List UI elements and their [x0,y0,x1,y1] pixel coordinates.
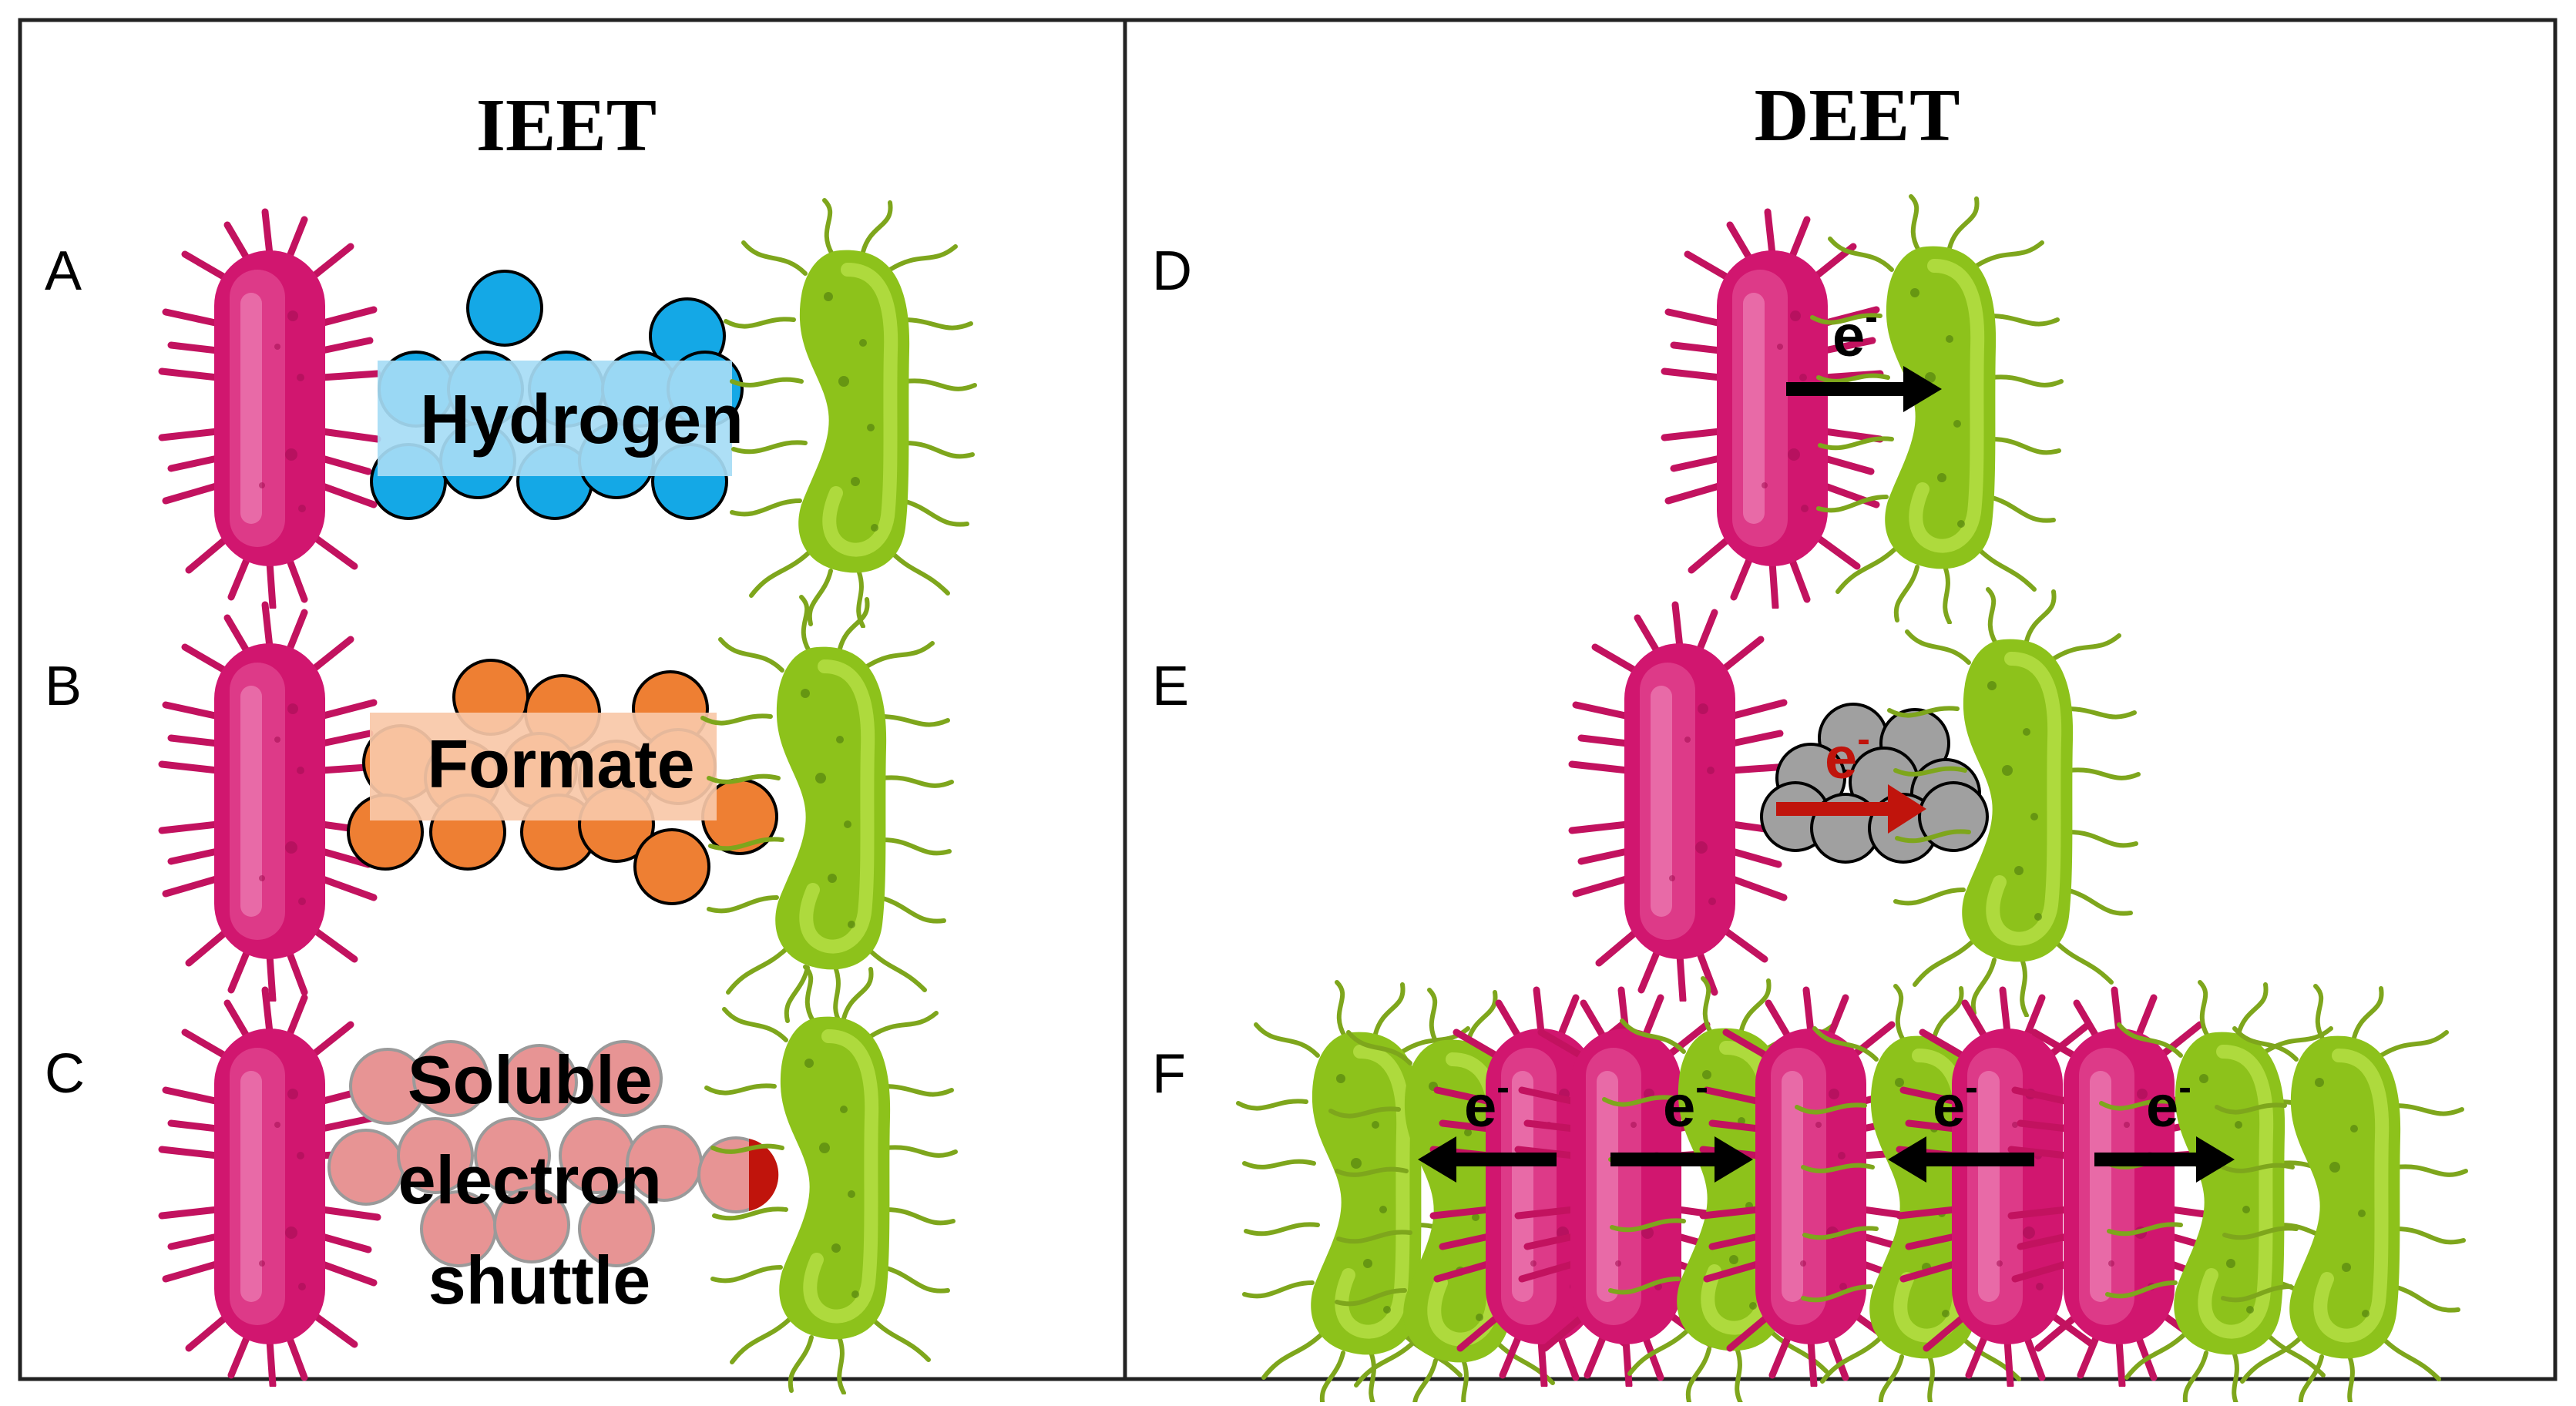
green-bacterium [726,200,975,626]
electron-arrows [1418,1136,2235,1183]
electron-arrow-head [1888,784,1926,834]
panel-d: e- [1664,196,2061,622]
pink-bacterium [162,212,378,607]
panel-letter-a: A [45,240,82,302]
pink-bacterium [162,605,378,1000]
label-shuttle: Soluble electron shuttle [398,1042,681,1318]
electron-label-f-1: e- [1464,1065,1510,1139]
panel-letter-f: F [1152,1043,1186,1105]
label-shuttle-line-1: Soluble [408,1042,653,1118]
panel-b: Formate [162,597,952,1023]
outer-frame [18,18,2558,1381]
electron-label-f-3: e- [1933,1065,1978,1139]
electron-label-f-4: e- [2146,1065,2191,1139]
pink-bacterium [1572,605,1788,1000]
panel-letter-b: B [45,656,82,717]
label-shuttle-line-2: electron [398,1142,662,1218]
electron-label-e: e- [1825,717,1870,791]
title-ieet: IEET [476,84,657,167]
electron-arrow-head [1903,366,1942,412]
title-deet: DEET [1755,74,1960,157]
panel-letter-d: D [1152,240,1192,302]
panel-a: Hydrogen [162,200,975,626]
formate-band [370,713,717,820]
shuttle-molecules [327,1040,774,1267]
panel-c: Soluble electron shuttle [162,967,956,1393]
panel-e: e- [1572,589,2138,1015]
panel-letter-c: C [45,1043,85,1105]
pink-bacterium [1664,212,1880,607]
panel-letter-e: E [1152,656,1189,717]
label-formate: Formate [427,726,694,802]
electron-label-f-2: e- [1663,1065,1708,1139]
panel-f: e- e- e- e- [1238,978,2466,1402]
label-hydrogen: Hydrogen [420,381,744,458]
conductive-mineral [1760,703,1989,864]
label-shuttle-line-3: shuttle [428,1242,650,1318]
shuttle-reduced-half [749,1139,779,1211]
electron-label-d: e- [1832,295,1878,369]
hydrogen-band [378,361,732,476]
